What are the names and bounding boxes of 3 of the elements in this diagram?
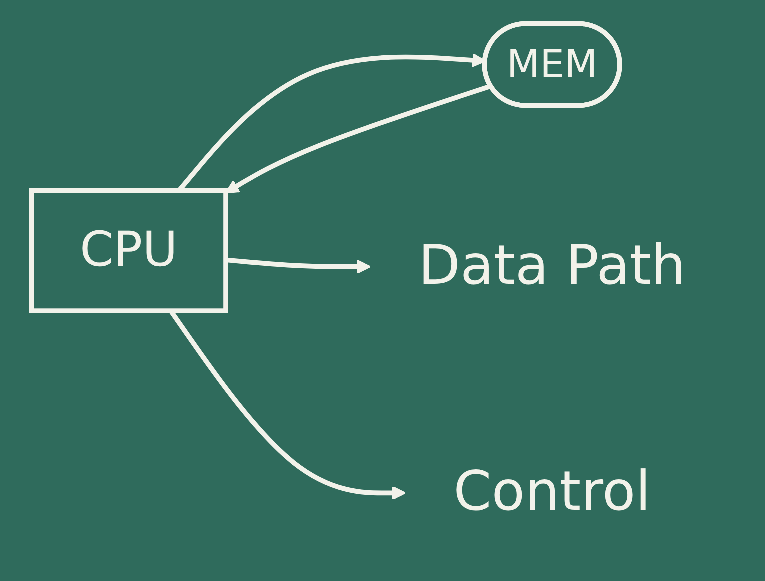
- node-text: Control: [453, 460, 650, 524]
- node-box: CPU: [28, 188, 228, 313]
- node-text: Data Path: [418, 234, 686, 298]
